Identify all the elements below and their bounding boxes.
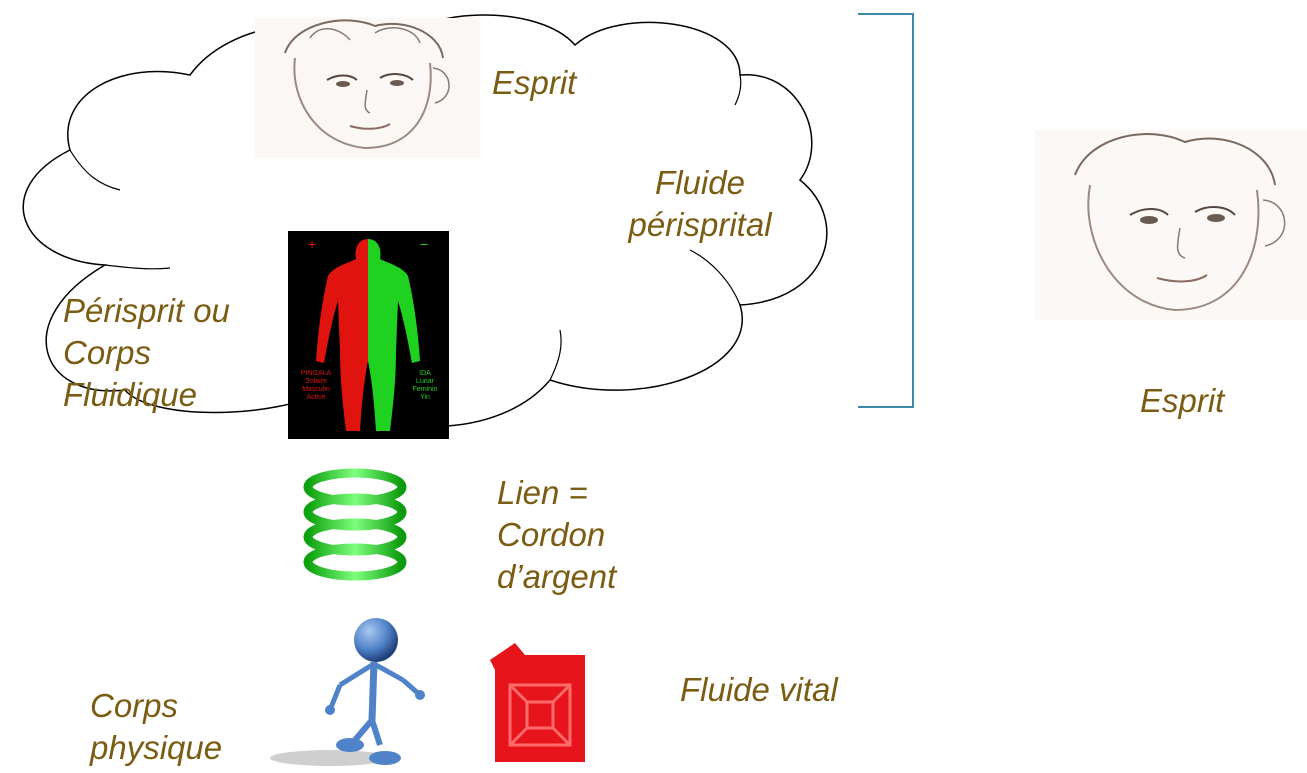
label-line: Fluidique <box>63 376 197 413</box>
label-line: Périsprit ou <box>63 292 230 329</box>
label-line: physique <box>90 729 223 766</box>
vital-fluid-canister <box>490 643 585 762</box>
label-line: Corps <box>63 334 152 371</box>
energy-right-caption: IDA Lunar Feminin Yin <box>405 370 445 402</box>
caption-line: Solaire <box>305 378 327 385</box>
label-fluide-perisprital: Fluide périsprital <box>600 162 800 246</box>
caption-line: Feminin <box>412 386 438 393</box>
label-line: Fluide <box>655 164 745 201</box>
label-line: Corps <box>90 687 179 724</box>
label-line: périsprital <box>628 206 772 243</box>
cloud-crease <box>549 329 562 381</box>
caption-line: Yin <box>420 394 430 401</box>
label-corps-physique: Corps physique <box>90 685 222 769</box>
caption-line: Active <box>306 394 326 401</box>
physical-body-figure <box>270 618 425 766</box>
baby-face-sketch-right <box>1035 130 1307 320</box>
label-esprit-cloud: Esprit <box>492 64 577 101</box>
baby-face-sketch <box>255 18 480 158</box>
label-lien: Lien = Cordon d’argent <box>497 472 616 598</box>
cloud-crease <box>689 249 741 306</box>
caption-line: Lunar <box>416 378 434 385</box>
caption-line: IDA <box>419 370 431 377</box>
svg-text:+: + <box>308 236 316 252</box>
cloud-crease <box>69 149 121 191</box>
label-line: Lien = <box>497 474 588 511</box>
caption-line: PINGALA <box>300 370 332 377</box>
cloud-crease <box>734 74 742 106</box>
silver-cord-spring <box>303 468 407 581</box>
svg-text:−: − <box>420 236 428 252</box>
label-line: Cordon <box>497 516 606 553</box>
energy-body-image: + − <box>288 231 449 439</box>
label-fluide-vital: Fluide vital <box>680 671 838 708</box>
label-esprit-right: Esprit <box>1140 382 1225 419</box>
label-perisprit: Périsprit ou Corps Fluidique <box>63 290 230 416</box>
bracket <box>858 13 914 408</box>
cloud-crease <box>104 264 171 270</box>
label-line: d’argent <box>497 558 617 595</box>
energy-left-caption: PINGALA Solaire Masculin Active <box>296 370 336 402</box>
caption-line: Masculin <box>302 386 330 393</box>
